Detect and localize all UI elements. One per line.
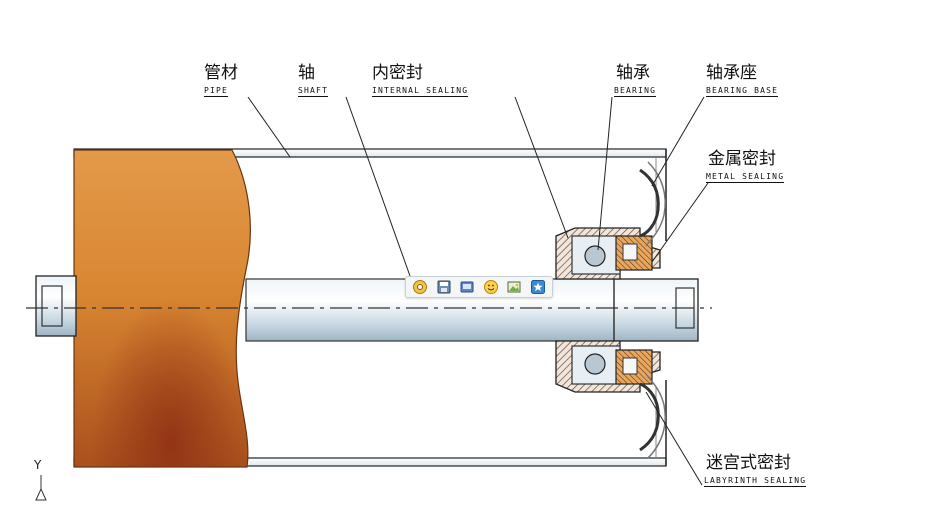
bearing-base-label-cn: 轴承座 bbox=[706, 63, 757, 83]
image-toolbar bbox=[405, 276, 553, 298]
pipe-label-en: PIPE bbox=[204, 86, 229, 97]
leader-lines bbox=[247, 96, 709, 486]
labyrinth-sealing-label-en: LABYRINTH SEALING bbox=[704, 476, 807, 487]
shaft-label-cn: 轴 bbox=[298, 63, 315, 83]
image-button[interactable] bbox=[505, 278, 524, 296]
bearing-assembly-top bbox=[555, 161, 666, 280]
internal-sealing-label-en: INTERNAL SEALING bbox=[372, 86, 469, 97]
triangle-axis-icon bbox=[35, 475, 47, 501]
internal-sealing-label-cn: 内密封 bbox=[372, 63, 423, 83]
axis-y-label: Y bbox=[34, 458, 42, 472]
bearing-label-cn: 轴承 bbox=[616, 63, 650, 83]
shaft-label-en: SHAFT bbox=[298, 86, 329, 97]
bearing-assembly-bottom bbox=[555, 340, 666, 459]
metal-sealing-label-cn: 金属密封 bbox=[708, 149, 776, 169]
roller-coating bbox=[73, 149, 251, 468]
pipe-label-cn: 管材 bbox=[204, 63, 238, 83]
gear-button[interactable] bbox=[411, 278, 430, 296]
star-icon bbox=[530, 280, 545, 294]
gear-icon bbox=[413, 280, 428, 294]
favorite-button[interactable] bbox=[529, 278, 548, 296]
print-icon bbox=[460, 281, 474, 293]
labyrinth-sealing-label-cn: 迷宫式密封 bbox=[706, 453, 791, 473]
save-icon bbox=[437, 280, 451, 294]
bearing-label-en: BEARING bbox=[614, 86, 657, 97]
image-icon bbox=[507, 281, 521, 293]
metal-sealing-label-en: METAL SEALING bbox=[706, 172, 785, 183]
smiley-button[interactable] bbox=[482, 278, 501, 296]
bearing-base-label-en: BEARING BASE bbox=[706, 86, 779, 97]
smiley-icon bbox=[483, 280, 498, 294]
print-button[interactable] bbox=[458, 278, 477, 296]
save-button[interactable] bbox=[435, 278, 454, 296]
